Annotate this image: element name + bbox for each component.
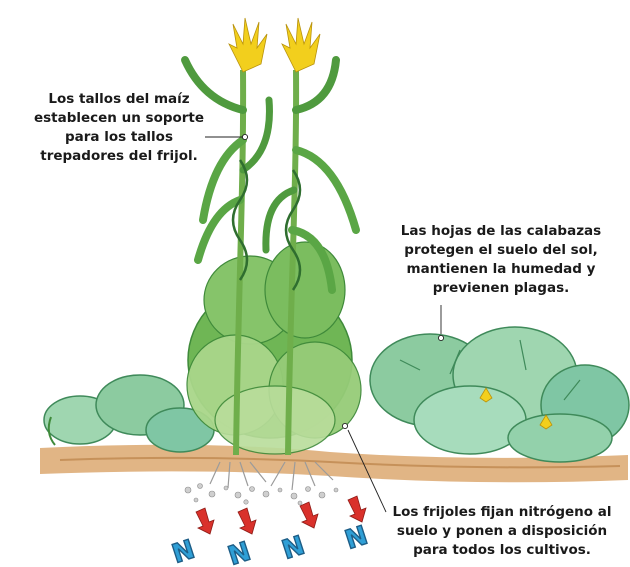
corn-tassels <box>229 18 320 72</box>
squash-annotation: Las hojas de las calabazas protegen el s… <box>370 222 630 298</box>
nitrogen-arrow <box>348 496 366 522</box>
nitrogen-symbol: N <box>342 521 372 556</box>
nitrogen-symbol: N <box>279 531 309 566</box>
nitrogen-symbol: N <box>169 535 199 567</box>
squash-leaves-right <box>370 327 629 462</box>
nitrogen-arrow <box>196 508 214 534</box>
nitrogen-arrow <box>300 502 318 528</box>
corn-annotation: Los tallos del maíz establecen un soport… <box>8 90 230 166</box>
beans-annotation: Los frijoles fijan nitrógeno al suelo y … <box>374 503 630 560</box>
bean-foliage <box>187 242 361 454</box>
soil-pebbles <box>185 484 338 506</box>
nitrogen-symbol: N <box>225 537 255 567</box>
nitrogen-arrow <box>238 508 256 534</box>
nitrogen-arrows <box>196 496 366 534</box>
